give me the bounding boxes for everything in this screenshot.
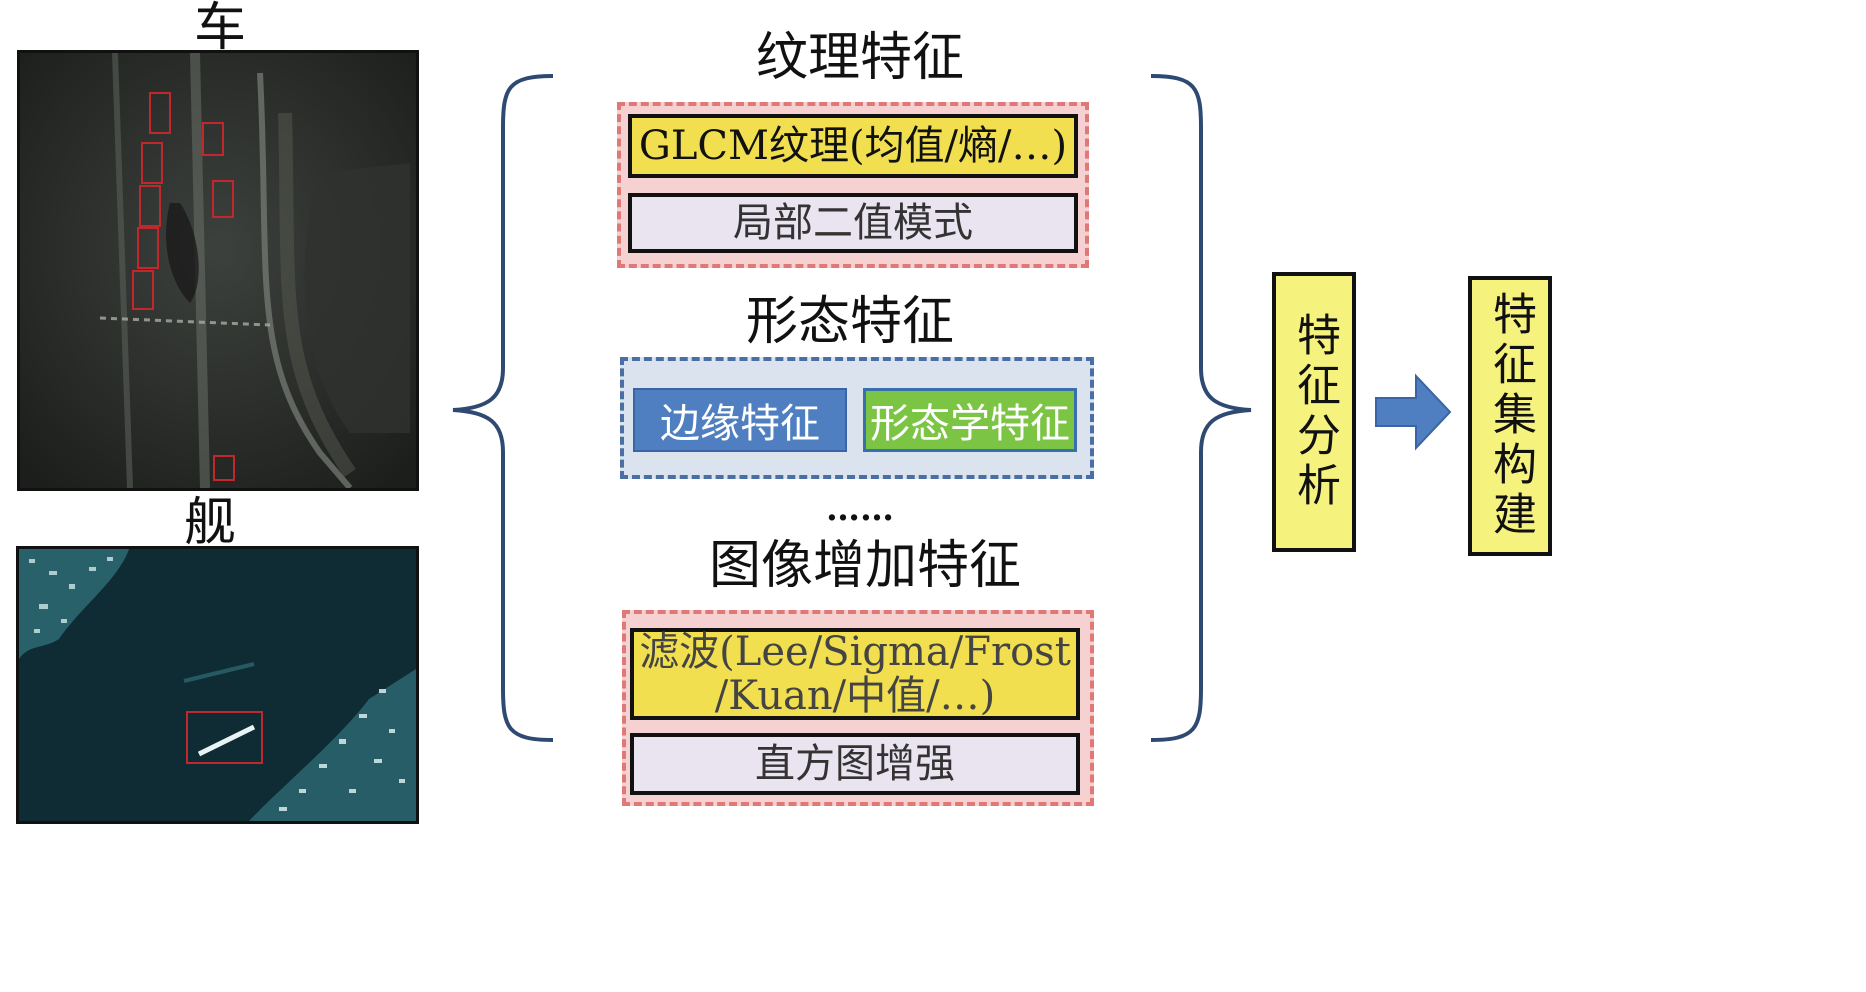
enhance-title: 图像增加特征 [708,536,1021,596]
vehicle-sar-image [17,50,419,491]
right-brace [1150,74,1252,742]
filter-line2: /Kuan/中值/…) [714,673,996,719]
feature-analysis-label: 特征分析 [1289,312,1340,512]
histogram-box: 直方图增强 [630,733,1080,795]
ship-sar-image [16,546,419,824]
right-arrow-icon [1375,373,1452,451]
filter-box: 滤波(Lee/Sigma/Frost /Kuan/中值/…) [630,628,1080,720]
edge-feature-box: 边缘特征 [633,388,847,452]
vehicle-scene [20,53,416,488]
lbp-box: 局部二值模式 [628,193,1078,253]
feature-set-label: 特征集构建 [1485,291,1536,541]
texture-title: 纹理特征 [755,28,964,88]
ellipsis: …… [826,489,894,529]
feature-analysis-box: 特征分析 [1272,272,1356,552]
left-brace [452,74,554,742]
shape-title: 形态特征 [745,292,954,352]
glcm-box: GLCM纹理(均值/熵/…) [628,114,1078,178]
morph-feature-box: 形态学特征 [863,388,1077,452]
feature-set-box: 特征集构建 [1468,276,1552,556]
filter-line1: 滤波(Lee/Sigma/Frost [639,629,1071,675]
ship-scene [19,549,416,821]
